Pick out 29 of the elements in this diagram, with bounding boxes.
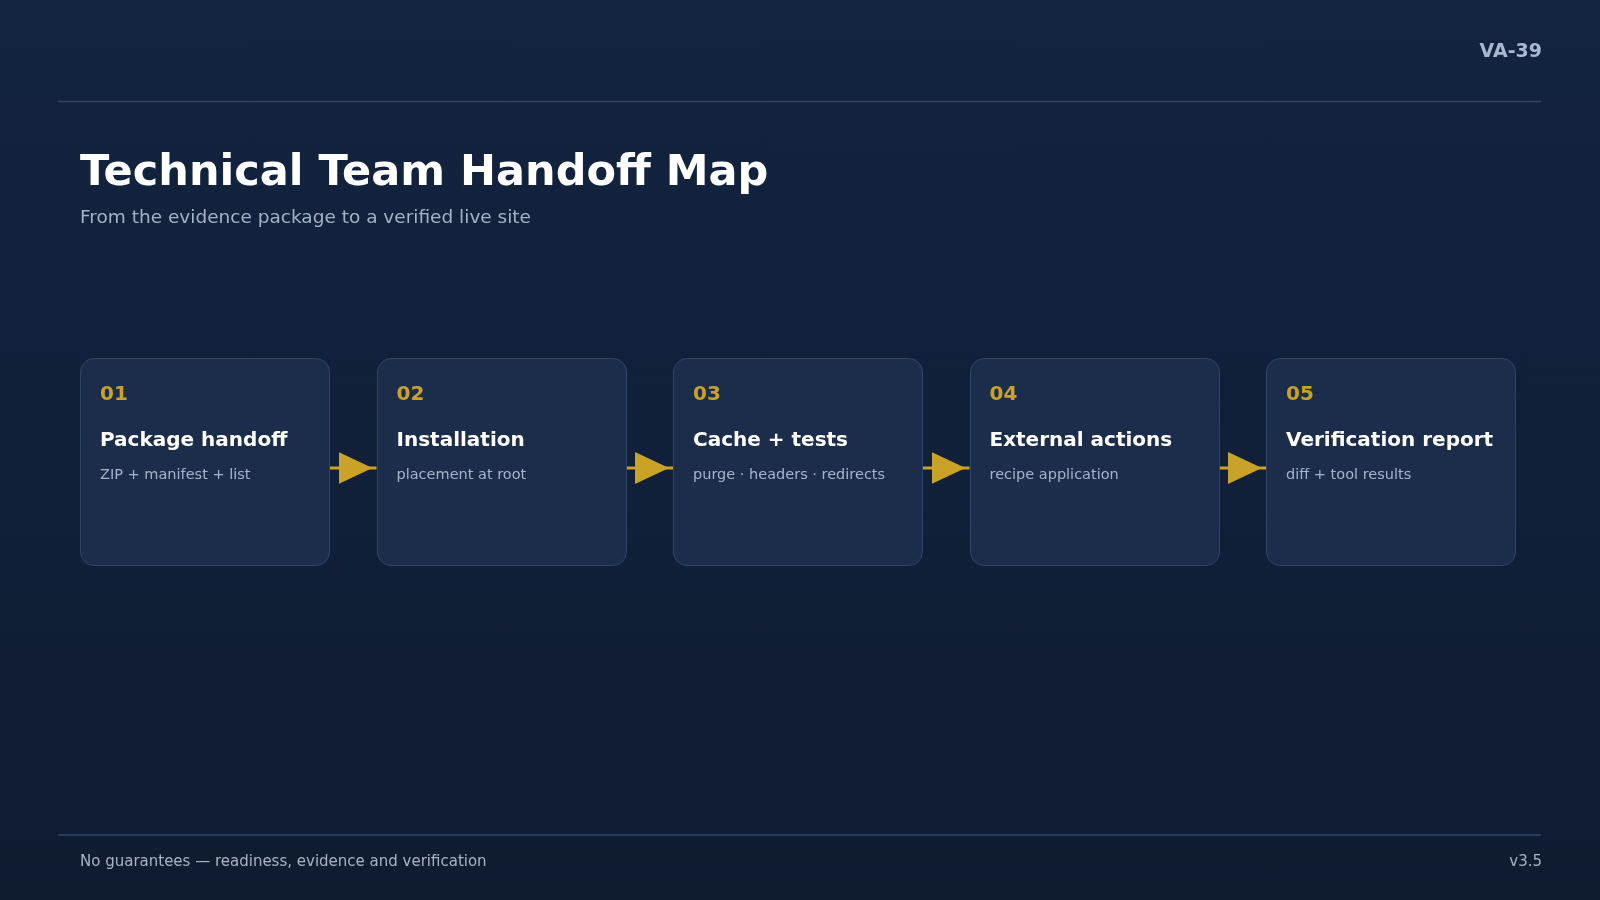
- page-title: Technical Team Handoff Map: [80, 144, 769, 197]
- step-card: [376, 358, 627, 566]
- footer-note: No guarantees — readiness, evidence and verification: [80, 851, 487, 871]
- flow-arrow: [626, 452, 673, 484]
- step-card: [673, 358, 923, 566]
- step-title: Package handoff: [100, 426, 288, 452]
- document-code: VA-39: [1479, 38, 1542, 62]
- step-description: ZIP + manifest + list: [100, 465, 251, 484]
- step-description: placement at root: [396, 465, 527, 484]
- step-number: 01: [100, 380, 128, 406]
- step-title: Cache + tests: [693, 426, 848, 452]
- step-title: External actions: [989, 426, 1173, 452]
- step-title: Verification report: [1286, 426, 1494, 452]
- version-label: v3.5: [1509, 851, 1542, 871]
- step-number: 05: [1286, 380, 1314, 406]
- page-subtitle: From the evidence package to a verified live site: [80, 205, 531, 229]
- step-title: Installation: [396, 426, 525, 452]
- step-number: 04: [989, 380, 1018, 406]
- step-card: [969, 358, 1220, 566]
- step-description: diff + tool results: [1286, 465, 1412, 484]
- step-description: recipe application: [989, 465, 1119, 484]
- step-number: 02: [396, 380, 425, 406]
- step-description: purge · headers · redirects: [693, 465, 886, 484]
- step-card: [80, 358, 330, 566]
- flow-arrow: [923, 452, 970, 484]
- step-number: 03: [693, 380, 721, 406]
- step-card: [1266, 358, 1516, 566]
- flow-arrow: [1219, 452, 1266, 484]
- flow-arrow: [330, 452, 377, 484]
